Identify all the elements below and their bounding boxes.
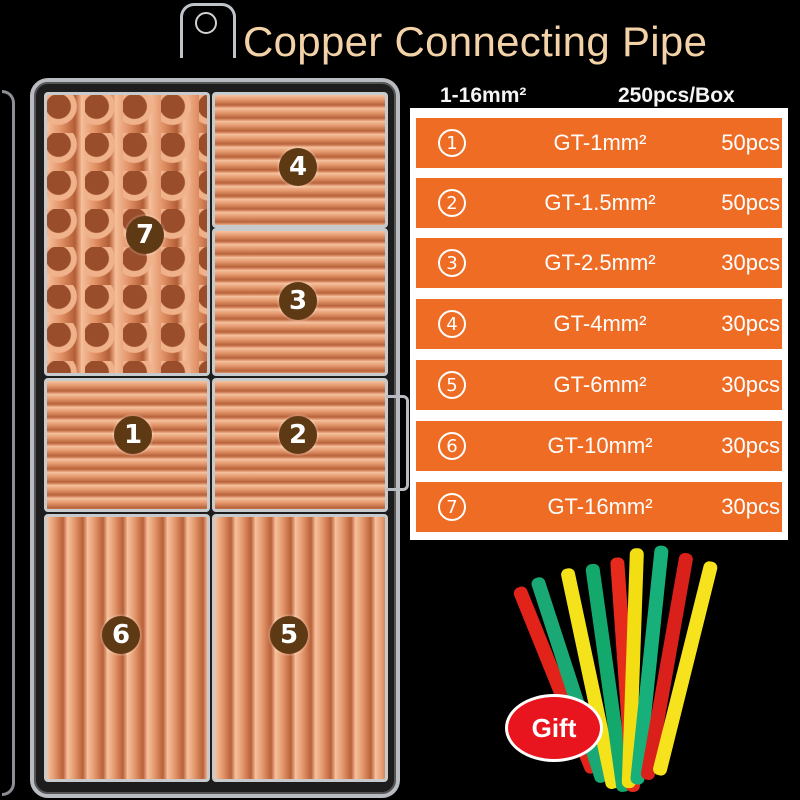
row-number: 7 <box>438 493 466 521</box>
spec-row: 6 GT-10mm² 30pcs <box>416 421 782 471</box>
spec-row: 2 GT-1.5mm² 50pcs <box>416 178 782 228</box>
badge-3: 3 <box>279 282 317 320</box>
row-qty: 30pcs <box>721 494 780 519</box>
row-model: GT-1.5mm² <box>544 190 656 215</box>
spec-row: 7 GT-16mm² 30pcs <box>416 482 782 532</box>
product-title: Copper Connecting Pipe <box>243 18 708 65</box>
row-model: GT-1mm² <box>553 130 647 155</box>
badge-2: 2 <box>279 416 317 454</box>
gift-badge: Gift <box>505 694 603 762</box>
row-model: GT-4mm² <box>553 311 647 336</box>
heat-shrink-tubes <box>490 540 790 800</box>
row-qty: 30pcs <box>721 433 780 458</box>
row-number: 4 <box>438 310 466 338</box>
size-range: 1-16mm² <box>440 84 527 107</box>
spec-row: 5 GT-6mm² 30pcs <box>416 360 782 410</box>
hanger-hole <box>195 12 217 34</box>
row-number: 2 <box>438 189 466 217</box>
spec-table: 1 GT-1mm² 50pcs 2 GT-1.5mm² 50pcs 3 GT-2… <box>410 108 788 540</box>
row-qty: 30pcs <box>721 250 780 275</box>
badge-7: 7 <box>126 216 164 254</box>
row-number: 1 <box>438 129 466 157</box>
spec-row: 1 GT-1mm² 50pcs <box>416 118 782 168</box>
storage-box: 7 4 3 1 2 6 5 <box>30 78 400 798</box>
box-latch <box>386 395 409 491</box>
row-model: GT-6mm² <box>553 372 647 397</box>
row-qty: 30pcs <box>721 372 780 397</box>
row-model: GT-16mm² <box>547 494 653 519</box>
badge-6: 6 <box>102 616 140 654</box>
box-count: 250pcs/Box <box>618 84 735 107</box>
row-qty: 50pcs <box>721 130 780 155</box>
spec-row: 3 GT-2.5mm² 30pcs <box>416 238 782 288</box>
spec-row: 4 GT-4mm² 30pcs <box>416 299 782 349</box>
row-qty: 30pcs <box>721 311 780 336</box>
row-number: 5 <box>438 371 466 399</box>
row-model: GT-10mm² <box>547 433 653 458</box>
row-number: 3 <box>438 249 466 277</box>
badge-4: 4 <box>279 148 317 186</box>
badge-5: 5 <box>270 616 308 654</box>
badge-1: 1 <box>114 416 152 454</box>
box-lid-edge <box>2 90 15 796</box>
hanger <box>180 3 236 58</box>
row-number: 6 <box>438 432 466 460</box>
row-qty: 50pcs <box>721 190 780 215</box>
row-model: GT-2.5mm² <box>544 250 656 275</box>
